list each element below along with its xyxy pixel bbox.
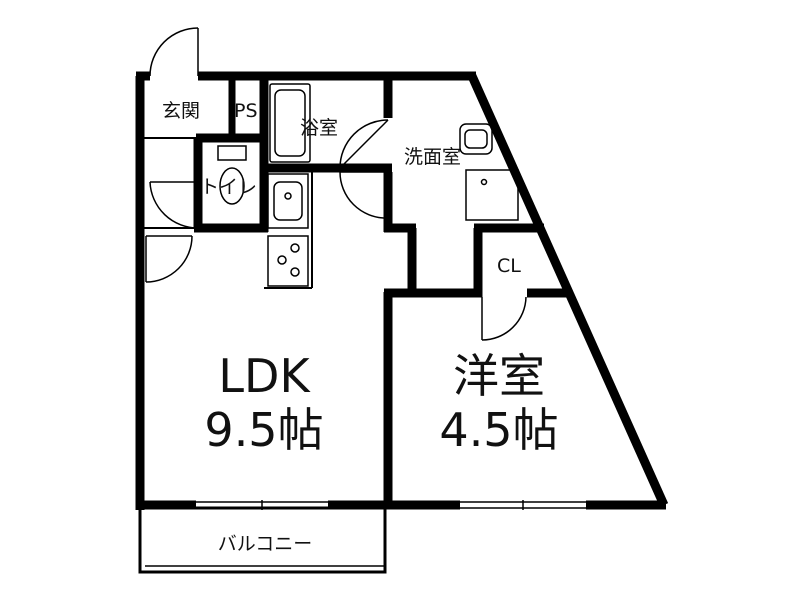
closet-label: CL bbox=[497, 255, 521, 277]
door-swings bbox=[145, 27, 527, 341]
western-room-size: 4.5帖 bbox=[439, 403, 558, 457]
entrance-label: 玄関 bbox=[162, 100, 200, 122]
western-room-name: 洋室 bbox=[453, 349, 545, 403]
kitchen-sink bbox=[267, 173, 309, 229]
walls bbox=[135, 71, 669, 510]
washing-machine-space bbox=[465, 169, 519, 221]
ps-label: PS bbox=[234, 100, 258, 122]
bath-label: 浴室 bbox=[300, 117, 338, 139]
toilet-label: トイレ bbox=[200, 176, 257, 198]
ldk-name: LDK bbox=[218, 349, 311, 403]
toilet-fixture bbox=[217, 145, 247, 205]
washroom-label: 洗面室 bbox=[404, 146, 461, 168]
ldk-size: 9.5帖 bbox=[204, 403, 323, 457]
bathtub bbox=[269, 83, 311, 163]
balcony-label: バルコニー bbox=[218, 533, 313, 555]
stove bbox=[267, 235, 309, 287]
wash-basin bbox=[459, 123, 493, 155]
windows bbox=[196, 500, 586, 510]
